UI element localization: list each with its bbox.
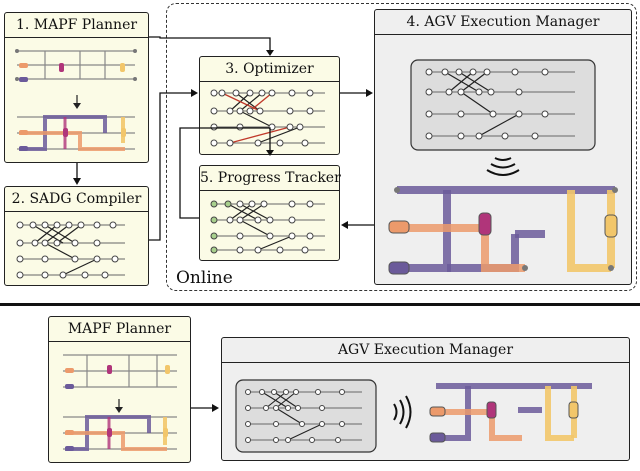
sadg-graph-graphic (16, 221, 125, 279)
progress-tracker-title: 5. Progress Tracker (200, 166, 341, 191)
sadg-compiler-title: 2. SADG Compiler (5, 187, 148, 212)
mapf-planner-title: 1. MAPF Planner (5, 13, 148, 38)
agv-execution-manager-panel: 4. AGV Execution Manager (374, 9, 632, 285)
progress-tracker-panel: 5. Progress Tracker (199, 165, 341, 261)
agv-magenta-car-icon (478, 212, 492, 236)
bottom-mapf-planner-title: MAPF Planner (49, 317, 190, 342)
progress-graph-graphic (210, 200, 325, 254)
agv-yellow-car-icon (604, 214, 618, 238)
wireless-signal-icon (486, 157, 520, 176)
online-region (166, 3, 637, 291)
sadg-compiler-panel: 2. SADG Compiler (4, 186, 149, 286)
agv-purple-icon (19, 77, 28, 82)
execution-manager-graphic (388, 59, 618, 275)
bottom-mapf-planner-panel: MAPF Planner (48, 316, 191, 463)
agv-execution-manager-title: 4. AGV Execution Manager (375, 10, 631, 35)
agv-magenta-icon (59, 63, 64, 72)
top-flow-arrows (73, 36, 374, 241)
agv-orange-car-icon (388, 220, 410, 234)
bottom-agv-execution-manager-panel: AGV Execution Manager (221, 337, 630, 461)
optimizer-title: 3. Optimizer (200, 57, 339, 82)
online-label: Online (176, 268, 233, 288)
agv-purple-car-icon (388, 261, 410, 275)
mapf-planner-graphic (15, 49, 137, 151)
bottom-execution-graphic (235, 379, 592, 453)
bottom-mapf-graphic (63, 354, 177, 451)
bottom-agv-execution-manager-title: AGV Execution Manager (222, 338, 629, 363)
bottom-wireless-signal-icon (393, 395, 412, 429)
agv-orange-icon (19, 63, 28, 68)
agv-yellow-icon (120, 63, 125, 72)
mapf-planner-panel: 1. MAPF Planner (4, 12, 149, 163)
section-divider (0, 303, 640, 306)
